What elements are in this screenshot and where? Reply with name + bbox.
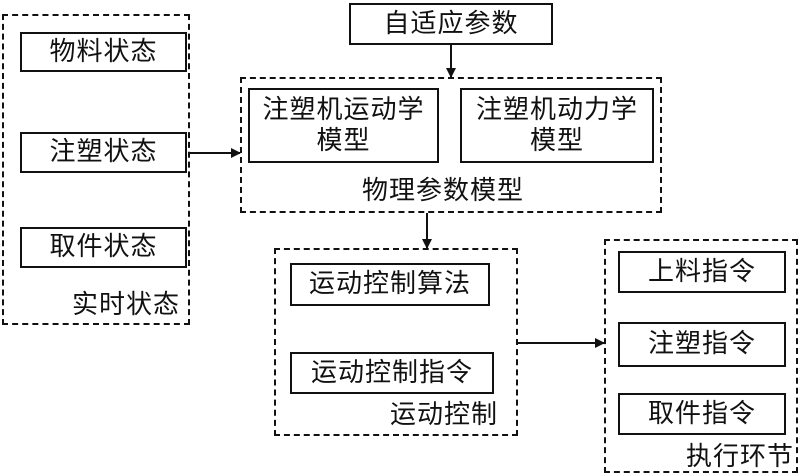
realtime-state-caption: 实时状态 xyxy=(72,290,181,320)
loading-command-box: 上料指令 xyxy=(618,251,786,293)
pickup-state-box: 取件状态 xyxy=(20,227,187,268)
material-state-box: 物料状态 xyxy=(20,32,187,72)
motion-command-label: 运动控制指令 xyxy=(310,357,473,388)
adaptive-parameters-box: 自适应参数 xyxy=(349,3,553,45)
motion-algorithm-box: 运动控制算法 xyxy=(290,263,490,306)
kinematics-model-label: 注塑机运动学 模型 xyxy=(262,94,425,156)
motion-algorithm-label: 运动控制算法 xyxy=(308,269,471,300)
pickup-command-box: 取件指令 xyxy=(618,393,786,435)
physical-model-caption: 物理参数模型 xyxy=(362,176,525,206)
physical-model-group xyxy=(240,77,662,213)
motion-command-box: 运动控制指令 xyxy=(290,352,494,394)
motion-control-caption: 运动控制 xyxy=(390,400,499,430)
injection-command-box: 注塑指令 xyxy=(618,322,786,367)
motion-control-group xyxy=(274,248,518,436)
dynamics-model-box: 注塑机动力学 模型 xyxy=(460,88,654,163)
kinematics-model-box: 注塑机运动学 模型 xyxy=(248,88,439,163)
injection-state-label: 注塑状态 xyxy=(49,137,158,168)
pickup-command-label: 取件指令 xyxy=(647,398,756,429)
dynamics-model-label: 注塑机动力学 模型 xyxy=(475,94,638,156)
loading-command-label: 上料指令 xyxy=(647,256,756,287)
pickup-state-label: 取件状态 xyxy=(49,232,158,263)
material-state-label: 物料状态 xyxy=(49,36,158,67)
injection-state-box: 注塑状态 xyxy=(20,132,187,173)
injection-command-label: 注塑指令 xyxy=(647,329,756,360)
execution-caption: 执行环节 xyxy=(686,442,795,472)
adaptive-parameters-label: 自适应参数 xyxy=(383,8,519,39)
realtime-state-group xyxy=(2,14,190,325)
execution-group xyxy=(604,239,798,473)
